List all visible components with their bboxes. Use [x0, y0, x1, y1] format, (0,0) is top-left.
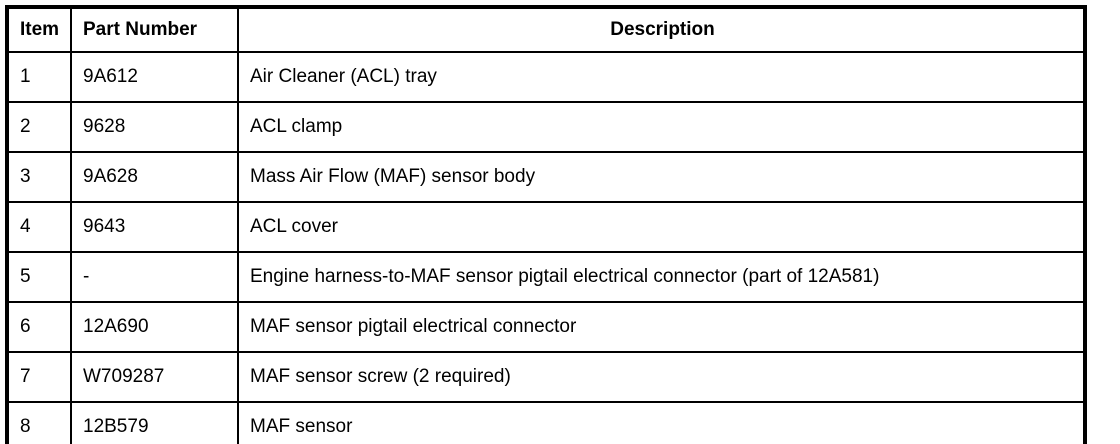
cell-description: Mass Air Flow (MAF) sensor body	[237, 151, 1086, 203]
parts-table-body: 1 9A612 Air Cleaner (ACL) tray 2 9628 AC…	[6, 51, 1086, 444]
cell-description: ACL cover	[237, 201, 1086, 253]
parts-table: Item Part Number Description 1 9A612 Air…	[5, 5, 1087, 444]
header-cell-item: Item	[6, 6, 72, 53]
header-row: Item Part Number Description	[6, 6, 1086, 53]
cell-item: 3	[6, 151, 72, 203]
cell-part-number: 12B579	[70, 401, 239, 444]
parts-table-header: Item Part Number Description	[6, 6, 1086, 53]
cell-part-number: W709287	[70, 351, 239, 403]
cell-description: Air Cleaner (ACL) tray	[237, 51, 1086, 103]
cell-part-number: 12A690	[70, 301, 239, 353]
cell-item: 5	[6, 251, 72, 303]
cell-description: MAF sensor screw (2 required)	[237, 351, 1086, 403]
cell-item: 4	[6, 201, 72, 253]
table-row: 8 12B579 MAF sensor	[6, 401, 1086, 444]
cell-part-number: 9628	[70, 101, 239, 153]
cell-description: MAF sensor pigtail electrical connector	[237, 301, 1086, 353]
cell-part-number: 9643	[70, 201, 239, 253]
cell-item: 8	[6, 401, 72, 444]
cell-item: 7	[6, 351, 72, 403]
cell-description: ACL clamp	[237, 101, 1086, 153]
cell-part-number: 9A612	[70, 51, 239, 103]
table-row: 3 9A628 Mass Air Flow (MAF) sensor body	[6, 151, 1086, 203]
cell-description: Engine harness-to-MAF sensor pigtail ele…	[237, 251, 1086, 303]
cell-description: MAF sensor	[237, 401, 1086, 444]
cell-item: 2	[6, 101, 72, 153]
table-row: 2 9628 ACL clamp	[6, 101, 1086, 153]
cell-item: 1	[6, 51, 72, 103]
cell-part-number: 9A628	[70, 151, 239, 203]
table-row: 1 9A612 Air Cleaner (ACL) tray	[6, 51, 1086, 103]
cell-item: 6	[6, 301, 72, 353]
header-cell-description: Description	[237, 6, 1086, 53]
table-row: 5 - Engine harness-to-MAF sensor pigtail…	[6, 251, 1086, 303]
table-row: 4 9643 ACL cover	[6, 201, 1086, 253]
header-cell-part-number: Part Number	[70, 6, 239, 53]
cell-part-number: -	[70, 251, 239, 303]
table-row: 7 W709287 MAF sensor screw (2 required)	[6, 351, 1086, 403]
table-row: 6 12A690 MAF sensor pigtail electrical c…	[6, 301, 1086, 353]
